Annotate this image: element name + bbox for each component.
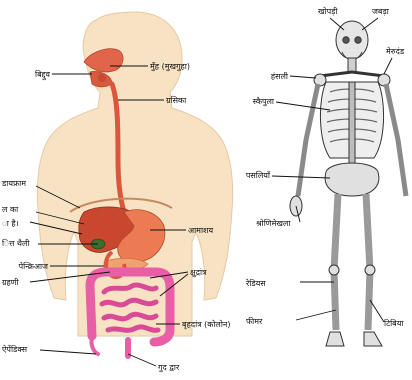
label-skull: खोपड़ी [318,6,338,16]
label-pelvis: श्रोणिमेखला [256,218,291,228]
label-nasal-cavity: बिद्दुव [35,69,51,81]
label-liver-continued: ा है। [2,218,19,228]
label-large-intestine: बृहदांत्र (कोलोन) [182,319,231,330]
skeletal-system-figure [290,21,406,346]
label-radius: रेडियस [245,278,266,288]
label-mouth: मुँह (मुखगुहा) [150,61,190,72]
label-tibia: टिबिया [384,318,404,328]
label-femur: फीमर [246,316,263,326]
eye-socket-right [355,37,361,43]
label-duodenum: ग्रहणी [2,277,20,287]
right-knee [365,265,375,275]
left-arm [298,84,318,196]
left-foot [326,332,344,346]
label-ribs: पसलियाँ [246,170,271,180]
label-scapula: स्कैपुला [253,96,275,107]
label-small-intestine: क्षुद्रांत्र [190,268,207,278]
label-liver: ल का [2,205,19,214]
label-stomach: आमाशय [188,226,213,235]
label-diaphragm: डायफ्राम [1,179,26,188]
eye-socket-left [343,37,349,43]
label-gall-bladder: ित्त थैली [2,238,30,248]
left-knee [329,265,339,275]
label-spine: मेरुदंड [386,46,405,56]
right-arm [386,84,406,196]
label-appendix: ऐपेंडिक्स [2,344,28,354]
tongue [98,74,106,82]
clavicle [320,72,384,76]
right-foot [364,332,382,346]
label-clavicle: हंसली [271,71,289,81]
label-jaw: जबड़ा [372,7,390,16]
label-pancreas: पेन्क्रिआज [19,261,49,271]
label-rectum: गुद द्वार [158,363,180,373]
skeletal-labels: खोपड़ी जबड़ा हंसली स्कैपुला पसलियाँ मेरु… [245,6,405,328]
pelvis [325,163,379,196]
label-oesophagus: ग्रसिका [166,95,187,105]
right-leg [366,194,370,330]
left-leg [334,194,338,330]
digestive-system-figure [37,12,232,356]
neck-vertebrae [348,58,356,72]
